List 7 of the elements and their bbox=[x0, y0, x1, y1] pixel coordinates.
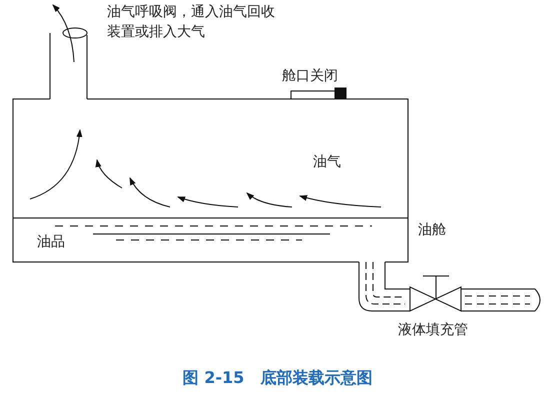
annotation-text: 油气呼吸阀，通入油气回收装置或排入大气 bbox=[107, 3, 276, 42]
region-label: 油品 bbox=[37, 233, 65, 252]
part-label: 油舱 bbox=[418, 221, 446, 240]
part-label: 液体填充管 bbox=[398, 321, 468, 340]
figure-caption: 图 2-15 底部装载示意图 bbox=[182, 368, 372, 387]
part-label: 舱口关闭 bbox=[282, 67, 338, 86]
region-label: 油气 bbox=[313, 153, 341, 172]
